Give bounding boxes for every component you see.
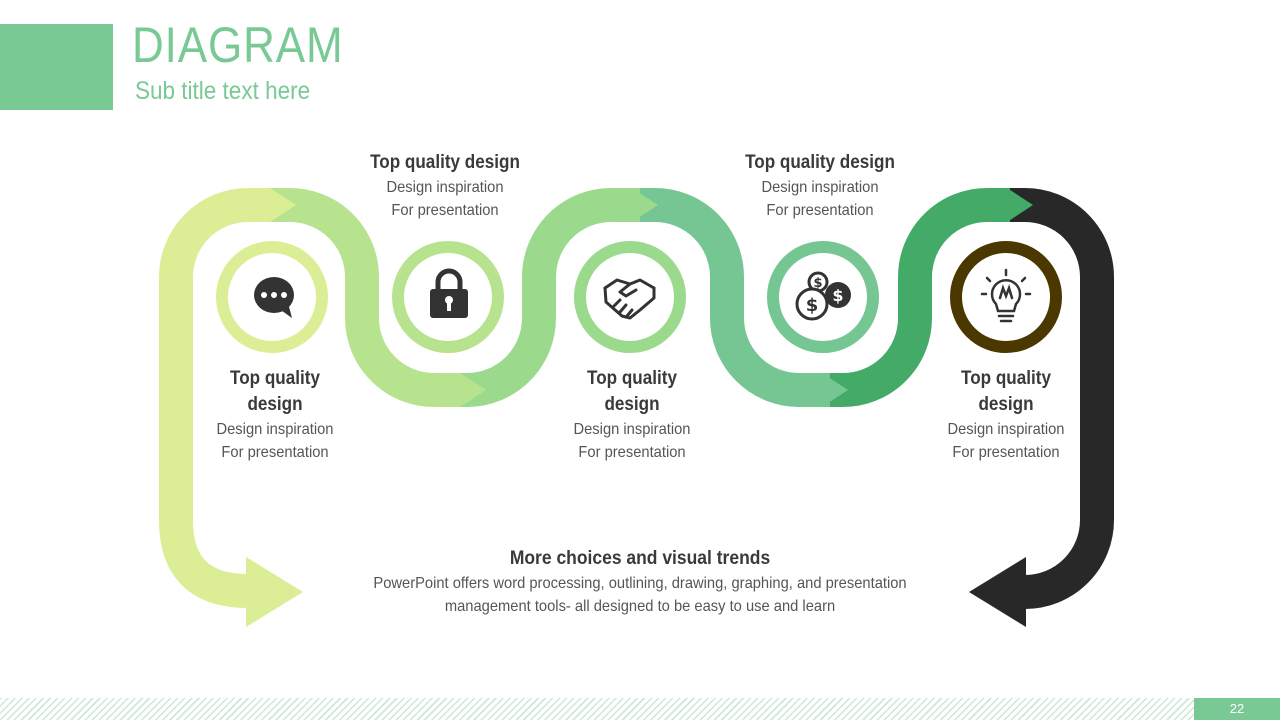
lightbulb-icon xyxy=(980,268,1032,323)
flow-segment-2 xyxy=(270,188,470,407)
flow-segment-3 xyxy=(460,188,655,407)
page-title: DIAGRAM xyxy=(132,17,344,73)
step-3-heading: Top quality design xyxy=(587,368,677,415)
step-5-heading: Top quality design xyxy=(961,368,1051,415)
step-1-line-2: For presentation xyxy=(221,444,329,461)
lock-icon xyxy=(430,268,468,318)
arrow-head-1 xyxy=(246,557,303,627)
page-number: 22 xyxy=(1194,698,1280,720)
flow-segment-5 xyxy=(830,188,1022,407)
arrow-head-7 xyxy=(969,557,1026,627)
step-3-line-2: For presentation xyxy=(578,444,686,461)
svg-text:$: $ xyxy=(832,286,843,305)
bottom-line-1: PowerPoint offers word processing, outli… xyxy=(373,575,907,592)
bottom-line-2: management tools- all designed to be eas… xyxy=(444,598,836,615)
step-5-text: Top quality design Design inspiration Fo… xyxy=(921,366,1091,464)
step-1-text: Top quality design Design inspiration Fo… xyxy=(190,366,360,464)
speech-bubble-icon xyxy=(254,277,294,318)
step-3-text: Top quality design Design inspiration Fo… xyxy=(547,366,717,464)
arrow-head-2 xyxy=(270,188,296,222)
flow-segment-6 xyxy=(1010,188,1114,609)
page-subtitle: Sub title text here xyxy=(135,77,311,105)
step-1-line-1: Design inspiration xyxy=(216,421,334,438)
step-circle-3 xyxy=(574,241,686,353)
step-3-line-1: Design inspiration xyxy=(573,421,691,438)
footer-hatch-band xyxy=(0,698,1194,720)
bottom-text: More choices and visual trends PowerPoin… xyxy=(330,546,950,618)
step-1-heading: Top quality design xyxy=(230,368,320,415)
step-4-heading: Top quality design xyxy=(745,152,895,173)
arrow-head-5 xyxy=(822,373,848,407)
coins-icon: $ $ $ xyxy=(795,271,851,321)
arrow-head-6 xyxy=(1007,188,1033,222)
step-2-text: Top quality design Design inspiration Fo… xyxy=(345,150,545,222)
step-2-heading: Top quality design xyxy=(370,152,520,173)
step-4-line-1: Design inspiration xyxy=(761,179,879,196)
step-4-line-2: For presentation xyxy=(766,202,874,219)
svg-text:$: $ xyxy=(813,276,822,291)
svg-text:$: $ xyxy=(806,295,819,316)
arrow-head-4 xyxy=(632,188,658,222)
step-5-line-1: Design inspiration xyxy=(947,421,1065,438)
handshake-icon xyxy=(603,278,656,320)
flow-segment-1 xyxy=(159,188,290,608)
arrow-head-3 xyxy=(460,373,486,407)
flow-segment-4 xyxy=(640,188,840,407)
corner-accent-block xyxy=(0,24,113,110)
bottom-heading: More choices and visual trends xyxy=(509,548,771,569)
step-5-line-2: For presentation xyxy=(952,444,1060,461)
step-2-line-1: Design inspiration xyxy=(386,179,504,196)
step-2-line-2: For presentation xyxy=(391,202,499,219)
step-4-text: Top quality design Design inspiration Fo… xyxy=(720,150,920,222)
